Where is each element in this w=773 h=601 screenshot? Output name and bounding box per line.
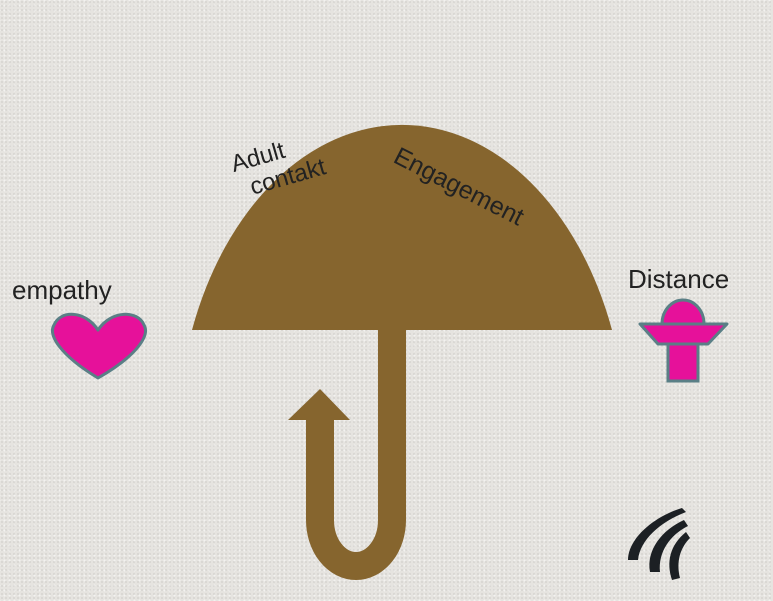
umbrella-canopy: [192, 124, 612, 330]
empathy-label: empathy: [12, 275, 112, 305]
university-logo-icon: [628, 508, 690, 580]
umbrella-handle: [306, 320, 406, 580]
lamp-icon: [638, 298, 729, 383]
distance-label: Distance: [628, 264, 730, 294]
handle-arrow-head: [288, 389, 350, 420]
heart-icon: [51, 312, 147, 380]
